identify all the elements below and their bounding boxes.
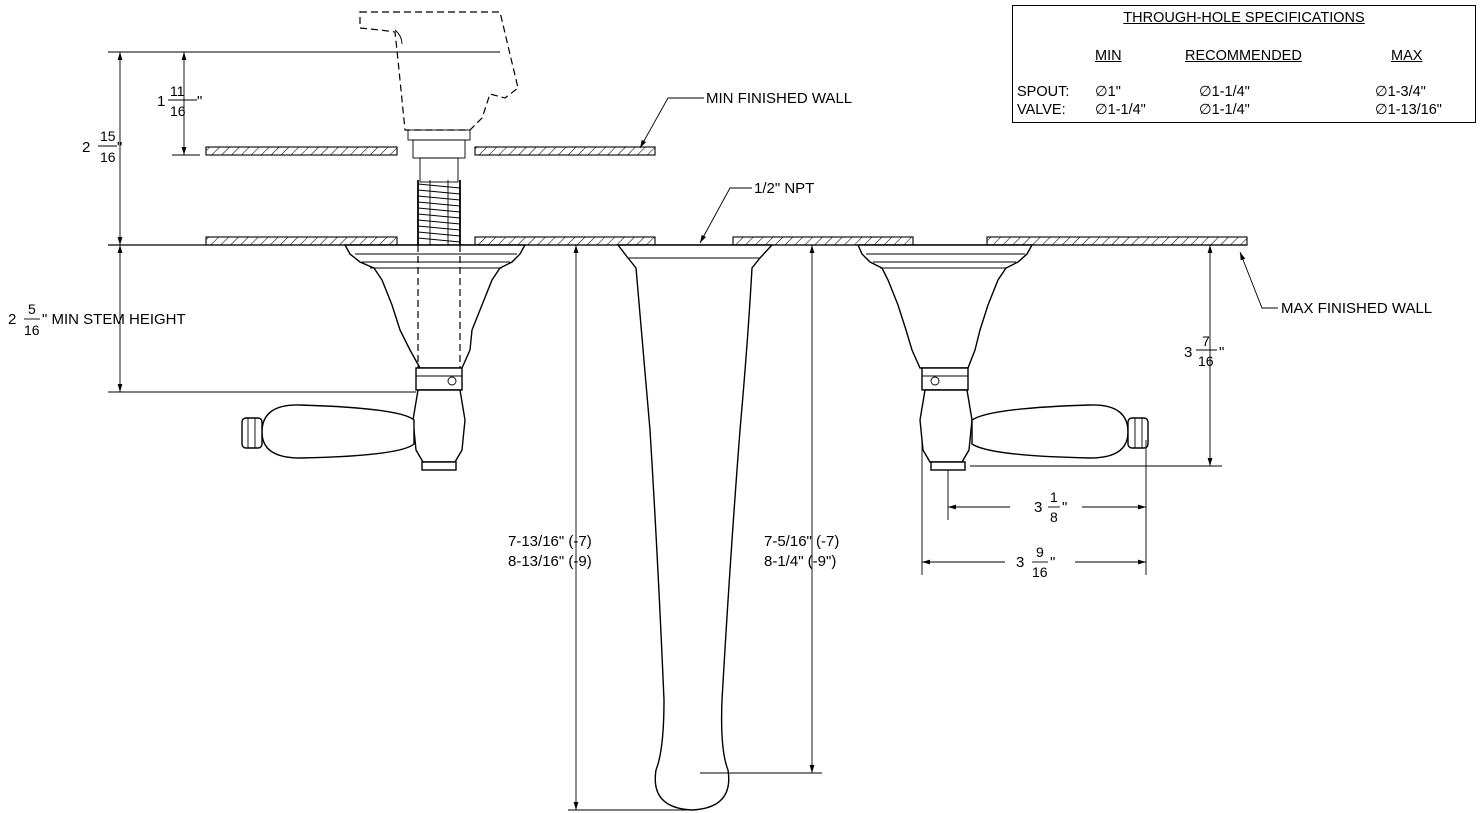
svg-text:11: 11	[170, 83, 185, 99]
spec-cell: ∅1-1/4"	[1199, 84, 1250, 100]
svg-text:2: 2	[8, 311, 16, 328]
spec-row-label: SPOUT:	[1017, 84, 1070, 100]
svg-text:16: 16	[170, 103, 186, 119]
svg-text:1: 1	[157, 93, 165, 110]
valve-body-hidden	[359, 11, 519, 245]
spec-cell: ∅1-1/4"	[1199, 102, 1250, 118]
dim-1-11-16: 1 11 16 "	[157, 83, 202, 119]
spec-table-title: THROUGH-HOLE SPECIFICATIONS	[1123, 10, 1365, 26]
svg-text:7: 7	[1202, 333, 1210, 349]
dim-2-5-16-min-stem-height: 2 5 16 " MIN STEM HEIGHT	[8, 301, 186, 338]
svg-text:5: 5	[28, 301, 36, 317]
right-handle-assembly	[856, 244, 1149, 471]
spec-header-min: MIN	[1095, 48, 1122, 64]
left-handle-assembly	[241, 244, 527, 471]
svg-text:3: 3	[1184, 344, 1192, 361]
svg-text:1: 1	[1050, 489, 1058, 505]
min-finished-wall	[205, 146, 656, 156]
max-finished-wall	[108, 236, 1248, 246]
spout-dim-left-2: 8-13/16" (-9)	[508, 553, 592, 570]
svg-text:": "	[1062, 499, 1067, 516]
svg-text:9: 9	[1036, 544, 1044, 560]
svg-text:3: 3	[1016, 554, 1024, 571]
npt-label: 1/2" NPT	[754, 180, 814, 197]
spec-cell: ∅1-3/4"	[1375, 84, 1426, 100]
svg-text:16: 16	[24, 322, 40, 338]
dimension-lines	[24, 51, 1278, 811]
dim-3-9-16: 3 9 16 "	[1016, 544, 1055, 580]
svg-text:": "	[117, 139, 122, 156]
spec-cell: ∅1"	[1095, 84, 1121, 100]
spout-dim-right-2: 8-1/4" (-9")	[764, 553, 836, 570]
max-finished-wall-label: MAX FINISHED WALL	[1281, 300, 1432, 317]
threaded-stem	[417, 180, 461, 245]
spout-dim-right-1: 7-5/16" (-7)	[764, 533, 839, 550]
svg-text:15: 15	[100, 128, 116, 144]
spec-header-recommended: RECOMMENDED	[1185, 48, 1302, 64]
svg-text:" MIN STEM HEIGHT: " MIN STEM HEIGHT	[42, 311, 186, 328]
dim-3-1-8: 3 1 8 "	[1034, 489, 1067, 525]
spout	[616, 244, 774, 811]
svg-text:8: 8	[1050, 509, 1058, 525]
through-hole-spec-table: THROUGH-HOLE SPECIFICATIONS MIN RECOMMEN…	[1012, 5, 1476, 123]
dim-2-15-16: 2 15 16 "	[82, 128, 122, 165]
svg-text:": "	[1050, 554, 1055, 571]
spec-cell: ∅1-1/4"	[1095, 102, 1146, 118]
min-finished-wall-label: MIN FINISHED WALL	[706, 90, 852, 107]
svg-text:": "	[197, 93, 202, 110]
svg-text:16: 16	[1032, 564, 1048, 580]
spec-header-max: MAX	[1391, 48, 1423, 64]
svg-text:": "	[1219, 344, 1224, 361]
spec-row-label: VALVE:	[1017, 102, 1066, 118]
svg-text:16: 16	[1198, 353, 1214, 369]
spout-dim-left-1: 7-13/16" (-7)	[508, 533, 592, 550]
dim-3-7-16: 3 7 16 "	[1184, 333, 1224, 369]
svg-text:3: 3	[1034, 499, 1042, 516]
spec-cell: ∅1-13/16"	[1375, 102, 1442, 118]
svg-text:16: 16	[100, 149, 116, 165]
svg-text:2: 2	[82, 139, 90, 156]
